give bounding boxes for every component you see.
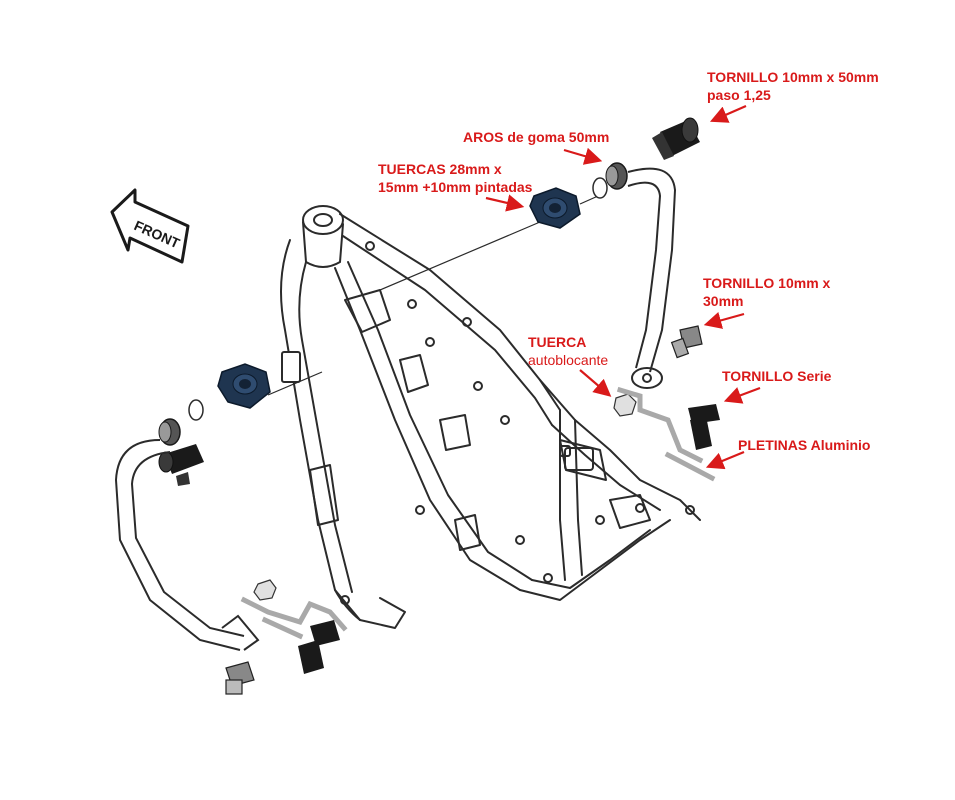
callout-tornillo-serie: TORNILLO Serie (722, 367, 831, 385)
motorcycle-frame (280, 205, 701, 629)
left-stock-bolt (298, 620, 340, 674)
arrow-aros (563, 147, 603, 165)
arrow-pletinas (705, 450, 745, 470)
bolt-10x30 (670, 325, 703, 359)
right-locknut (613, 393, 637, 417)
callout-tornillo-30: TORNILLO 10mm x 30mm (703, 274, 830, 310)
callout-line: AROS de goma 50mm (463, 129, 610, 145)
front-arrow-sign: FRONT (110, 188, 190, 264)
left-crash-bar (114, 439, 260, 651)
callout-line: 15mm +10mm pintadas (378, 179, 533, 195)
callout-tuercas: TUERCAS 28mm x 15mm +10mm pintadas (378, 160, 532, 196)
callout-tuerca-auto: TUERCA autoblocante (528, 333, 608, 369)
left-small-bolt (225, 661, 255, 695)
callout-line: TUERCA (528, 334, 587, 350)
right-stock-bolt (688, 404, 720, 450)
callout-line: autoblocante (528, 352, 609, 368)
assembly-axis-lines (267, 195, 599, 396)
left-rubber-ring (158, 399, 204, 446)
callout-aros: AROS de goma 50mm (463, 128, 609, 146)
callout-line: 30mm (703, 293, 744, 309)
right-aluminium-plate (616, 386, 716, 482)
left-locknut (253, 579, 277, 601)
right-nut (529, 187, 581, 229)
arrow-tornillo-30 (703, 311, 745, 329)
left-long-bolt (158, 444, 204, 486)
right-long-bolt (652, 117, 700, 160)
callout-line: TORNILLO 10mm x (703, 275, 831, 291)
callout-line: TUERCAS 28mm x (378, 161, 502, 177)
right-rubber-ring (592, 162, 628, 199)
left-aluminium-plate (240, 596, 348, 640)
arrow-tornillo-serie (723, 386, 761, 404)
arrow-tornillo-50 (709, 104, 747, 123)
callout-line: PLETINAS Aluminio (738, 437, 871, 453)
callout-pletinas: PLETINAS Aluminio (738, 436, 870, 454)
callout-line: TORNILLO Serie (722, 368, 832, 384)
left-nut (217, 363, 271, 409)
callout-arrows (485, 104, 761, 470)
callout-line: TORNILLO 10mm x 50mm (707, 69, 879, 85)
arrow-tuerca-auto (579, 369, 612, 397)
callout-tornillo-50: TORNILLO 10mm x 50mm paso 1,25 (707, 68, 879, 104)
right-crash-bar (627, 167, 677, 389)
callout-line: paso 1,25 (707, 87, 771, 103)
arrow-tuercas (485, 194, 525, 212)
